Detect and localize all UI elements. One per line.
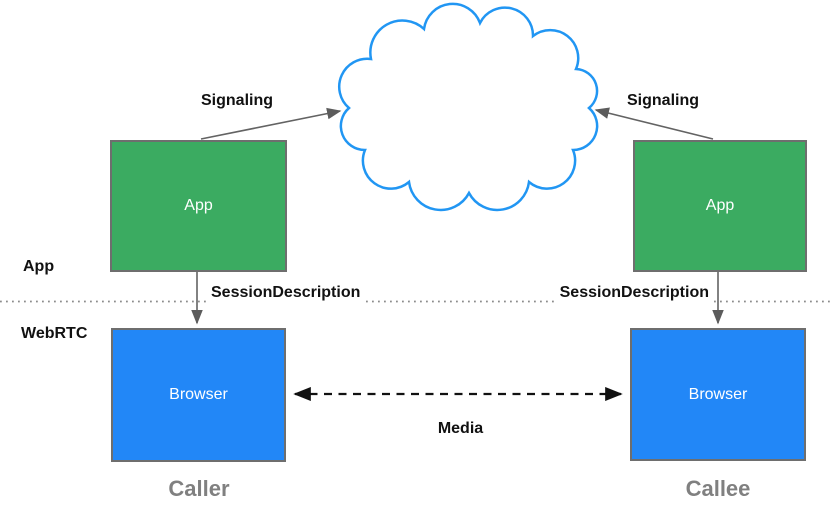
row-label-webrtc: WebRTC bbox=[21, 325, 88, 342]
signaling-arrow-caller bbox=[200, 107, 342, 140]
media-label: Media bbox=[437, 420, 484, 437]
session-description-label-caller: SessionDescription bbox=[208, 284, 364, 304]
caller-browser-box-label: Browser bbox=[169, 386, 228, 403]
signaling-label-caller: Signaling bbox=[201, 92, 273, 109]
callee-app-box-label: App bbox=[705, 197, 735, 214]
callee-browser-box: Browser bbox=[630, 328, 806, 461]
row-label-app: App bbox=[23, 258, 55, 275]
caller-footer-label: Caller bbox=[168, 476, 230, 501]
callee-app-box: App bbox=[633, 140, 807, 272]
callee-footer-label: Callee bbox=[685, 476, 751, 501]
callee-browser-box-label: Browser bbox=[688, 385, 748, 403]
session-description-label-callee: SessionDescription bbox=[556, 284, 712, 304]
caller-app-box: App bbox=[110, 140, 287, 272]
caller-browser-box: Browser bbox=[111, 328, 286, 462]
internet-cloud-icon bbox=[338, 2, 599, 212]
signaling-arrow-callee bbox=[594, 107, 714, 140]
signaling-label-callee: Signaling bbox=[627, 92, 699, 109]
caller-app-box-label: App bbox=[184, 197, 213, 214]
